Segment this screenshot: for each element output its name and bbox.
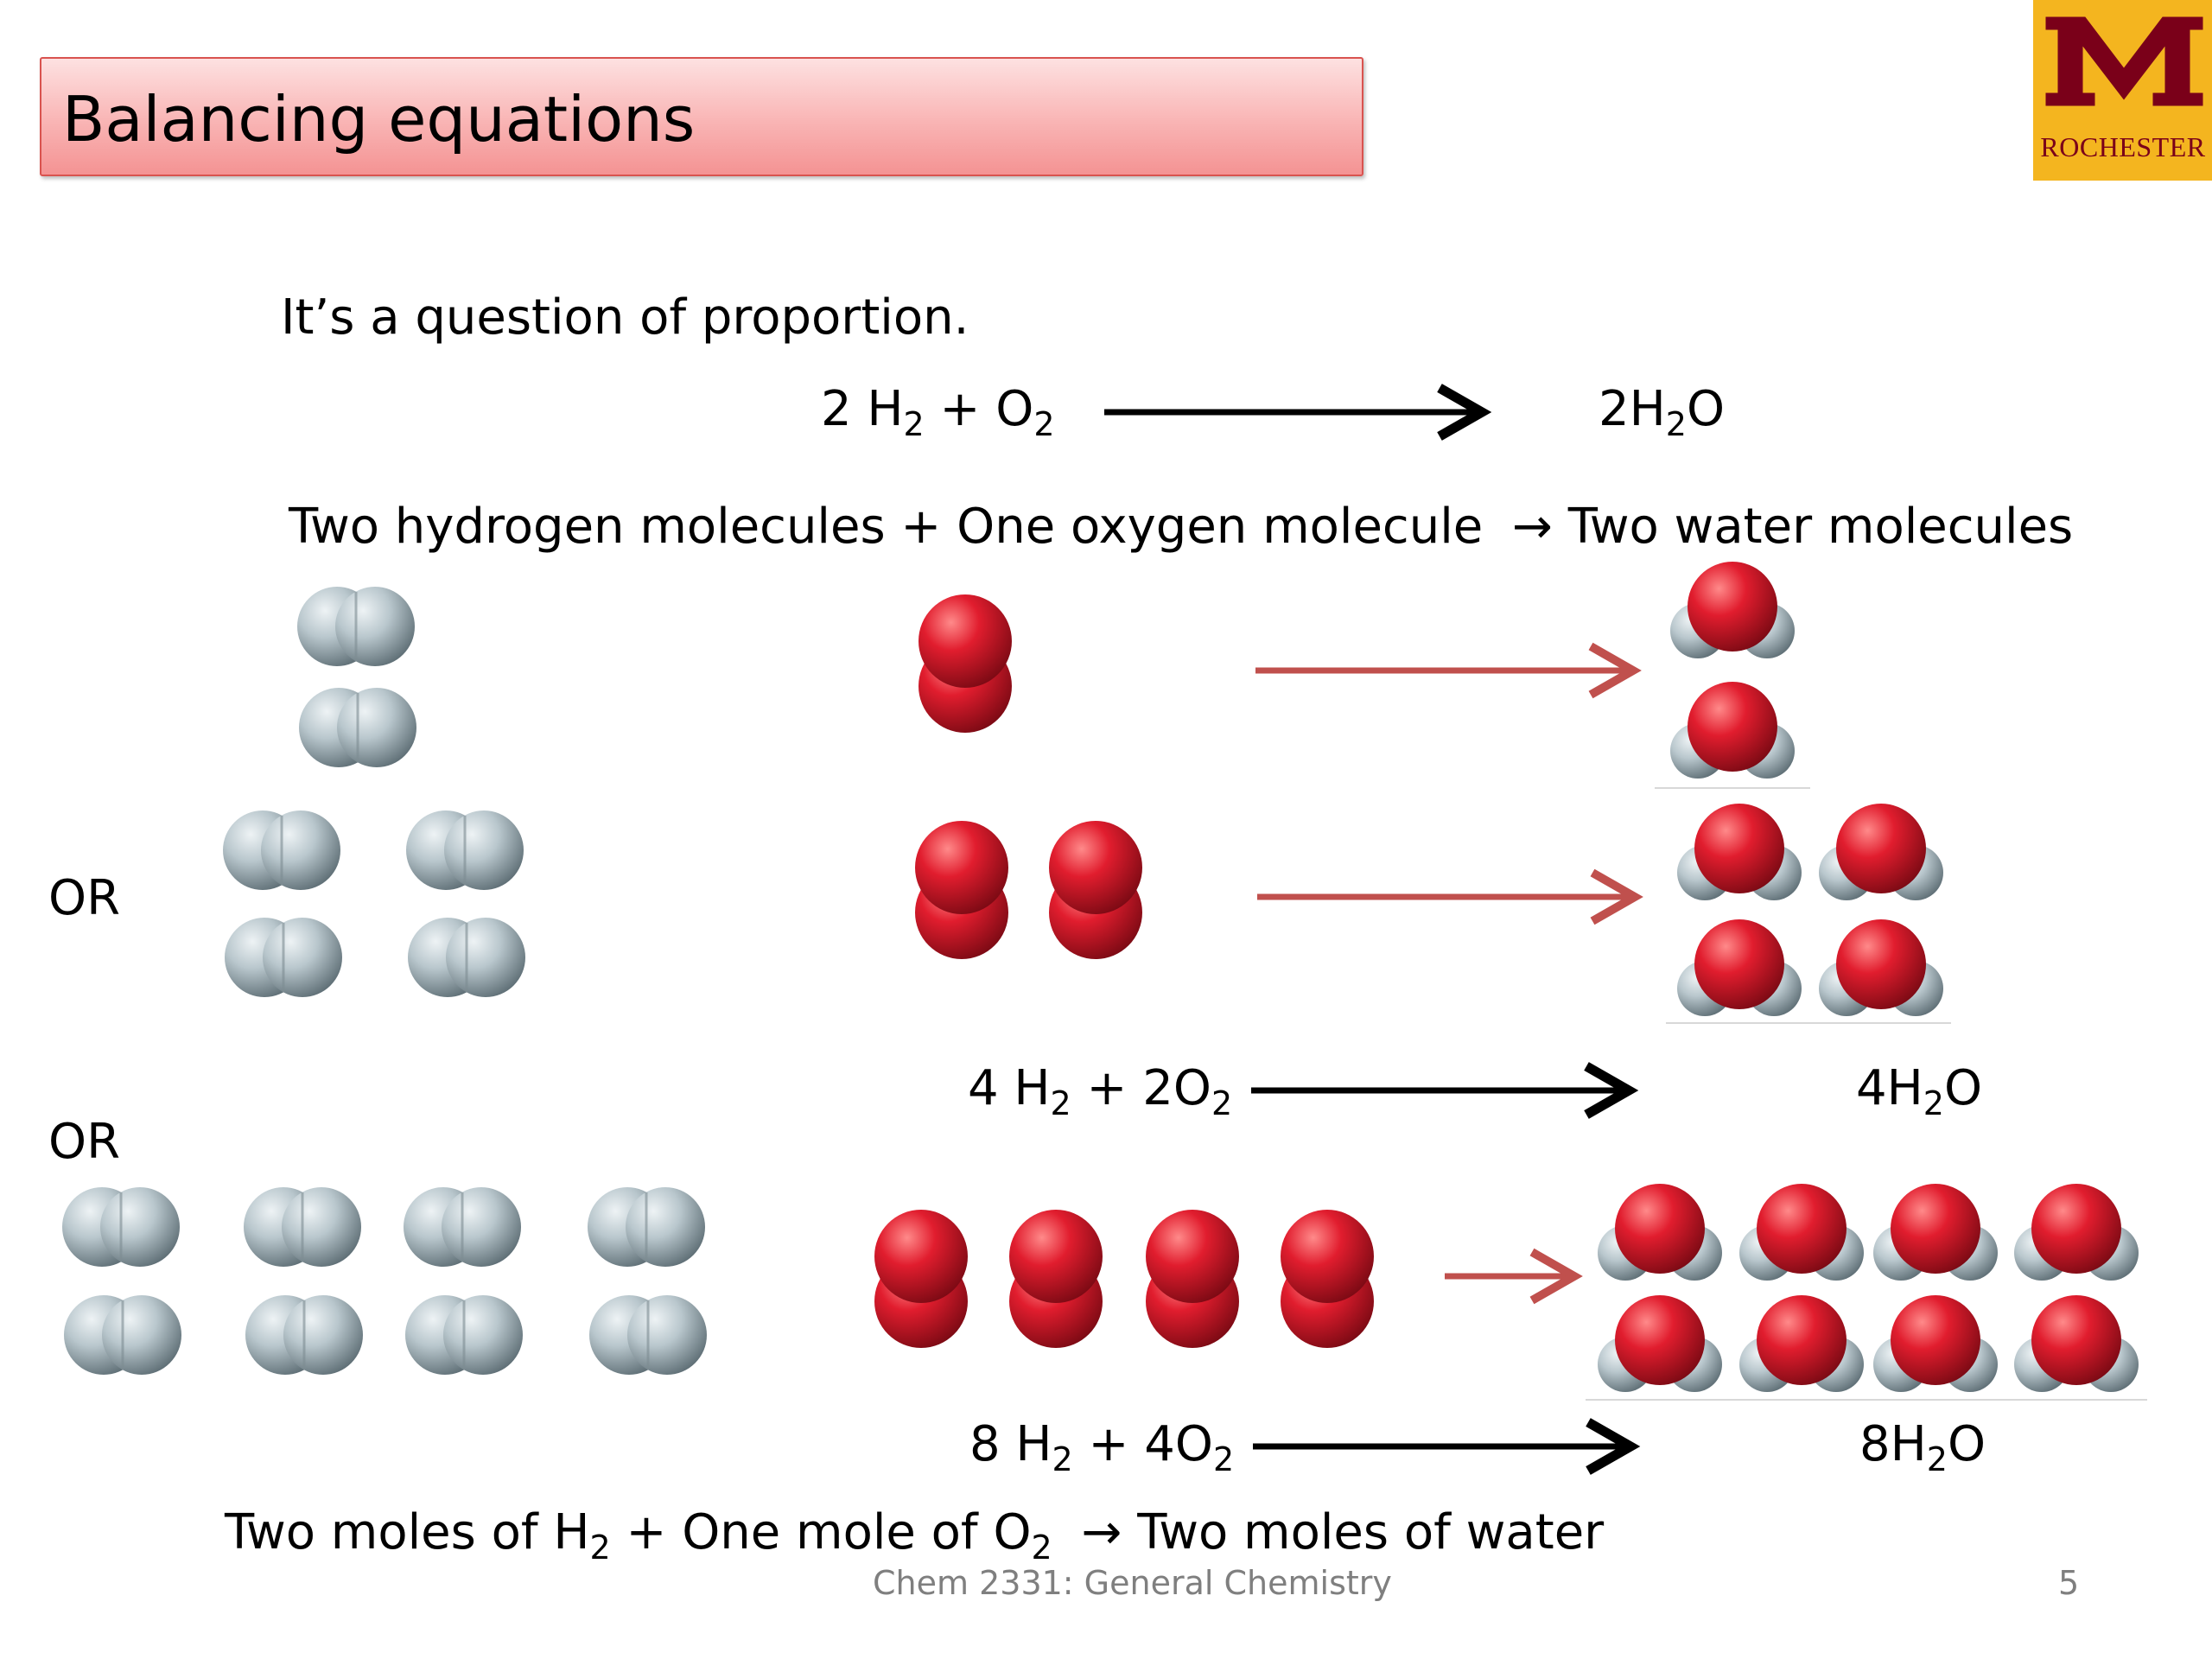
- h2-molecule-icon: [62, 1187, 180, 1267]
- or-label-2: OR: [48, 1114, 120, 1170]
- o2-molecule-icon: [918, 594, 1012, 733]
- moles-line: Two moles of H2 + One mole of O2 → Two m…: [225, 1504, 1605, 1567]
- water-molecule-icon: [1739, 1184, 1864, 1281]
- university-m-logo: [2043, 14, 2206, 109]
- h2-molecule-icon: [404, 1187, 521, 1267]
- title-banner: [40, 57, 1363, 176]
- h2-molecule-icon: [64, 1295, 181, 1375]
- equation-3-reactants: 8 H2 + 4O2: [969, 1416, 1235, 1478]
- intro-text: It’s a question of proportion.: [281, 289, 969, 346]
- o2-molecule-icon: [874, 1210, 968, 1348]
- water-molecule-icon: [1598, 1295, 1722, 1392]
- water-molecule-icon: [1677, 804, 1802, 900]
- water-molecule-icon: [2014, 1295, 2139, 1392]
- h2-molecule-icon: [405, 1295, 523, 1375]
- h2-molecule-icon: [406, 810, 524, 890]
- water-molecule-icon: [1819, 804, 1943, 900]
- water-molecule-icon: [1598, 1184, 1722, 1281]
- water-molecule-icon: [1670, 562, 1795, 658]
- water-molecule-icon: [1739, 1295, 1864, 1392]
- o2-molecule-icon: [915, 821, 1008, 959]
- o2-molecule-icon: [1049, 821, 1142, 959]
- words-line: Two hydrogen molecules + One oxygen mole…: [289, 499, 2074, 555]
- h2-molecule-icon: [589, 1295, 707, 1375]
- footer-course: Chem 2331: General Chemistry: [873, 1564, 1392, 1602]
- water-molecule-icon: [1819, 919, 1943, 1016]
- o2-molecule-icon: [1009, 1210, 1103, 1348]
- slide-title: Balancing equations: [62, 83, 696, 156]
- water-molecule-icon: [1670, 682, 1795, 779]
- h2-molecule-icon: [225, 918, 342, 997]
- water-molecule-icon: [2014, 1184, 2139, 1281]
- h2-molecule-icon: [245, 1295, 363, 1375]
- o2-molecule-icon: [1281, 1210, 1374, 1348]
- equation-2-product: 4H2O: [1856, 1060, 1983, 1122]
- h2-molecule-icon: [408, 918, 525, 997]
- or-label-1: OR: [48, 870, 120, 926]
- page-number: 5: [2058, 1564, 2080, 1602]
- h2-molecule-icon: [297, 587, 415, 666]
- h2-molecule-icon: [588, 1187, 705, 1267]
- equation-3-product: 8H2O: [1859, 1416, 1986, 1478]
- equation-1-reactants: 2 H2 + O2: [821, 381, 1055, 443]
- o2-molecule-icon: [1146, 1210, 1239, 1348]
- logo-text: ROCHESTER: [2040, 131, 2206, 162]
- equation-2-reactants: 4 H2 + 2O2: [968, 1060, 1233, 1122]
- water-molecule-icon: [1677, 919, 1802, 1016]
- water-molecule-icon: [1873, 1295, 1998, 1392]
- water-molecule-icon: [1873, 1184, 1998, 1281]
- h2-molecule-icon: [299, 688, 416, 767]
- h2-molecule-icon: [223, 810, 340, 890]
- equation-1-product: 2H2O: [1599, 381, 1726, 443]
- h2-molecule-icon: [244, 1187, 361, 1267]
